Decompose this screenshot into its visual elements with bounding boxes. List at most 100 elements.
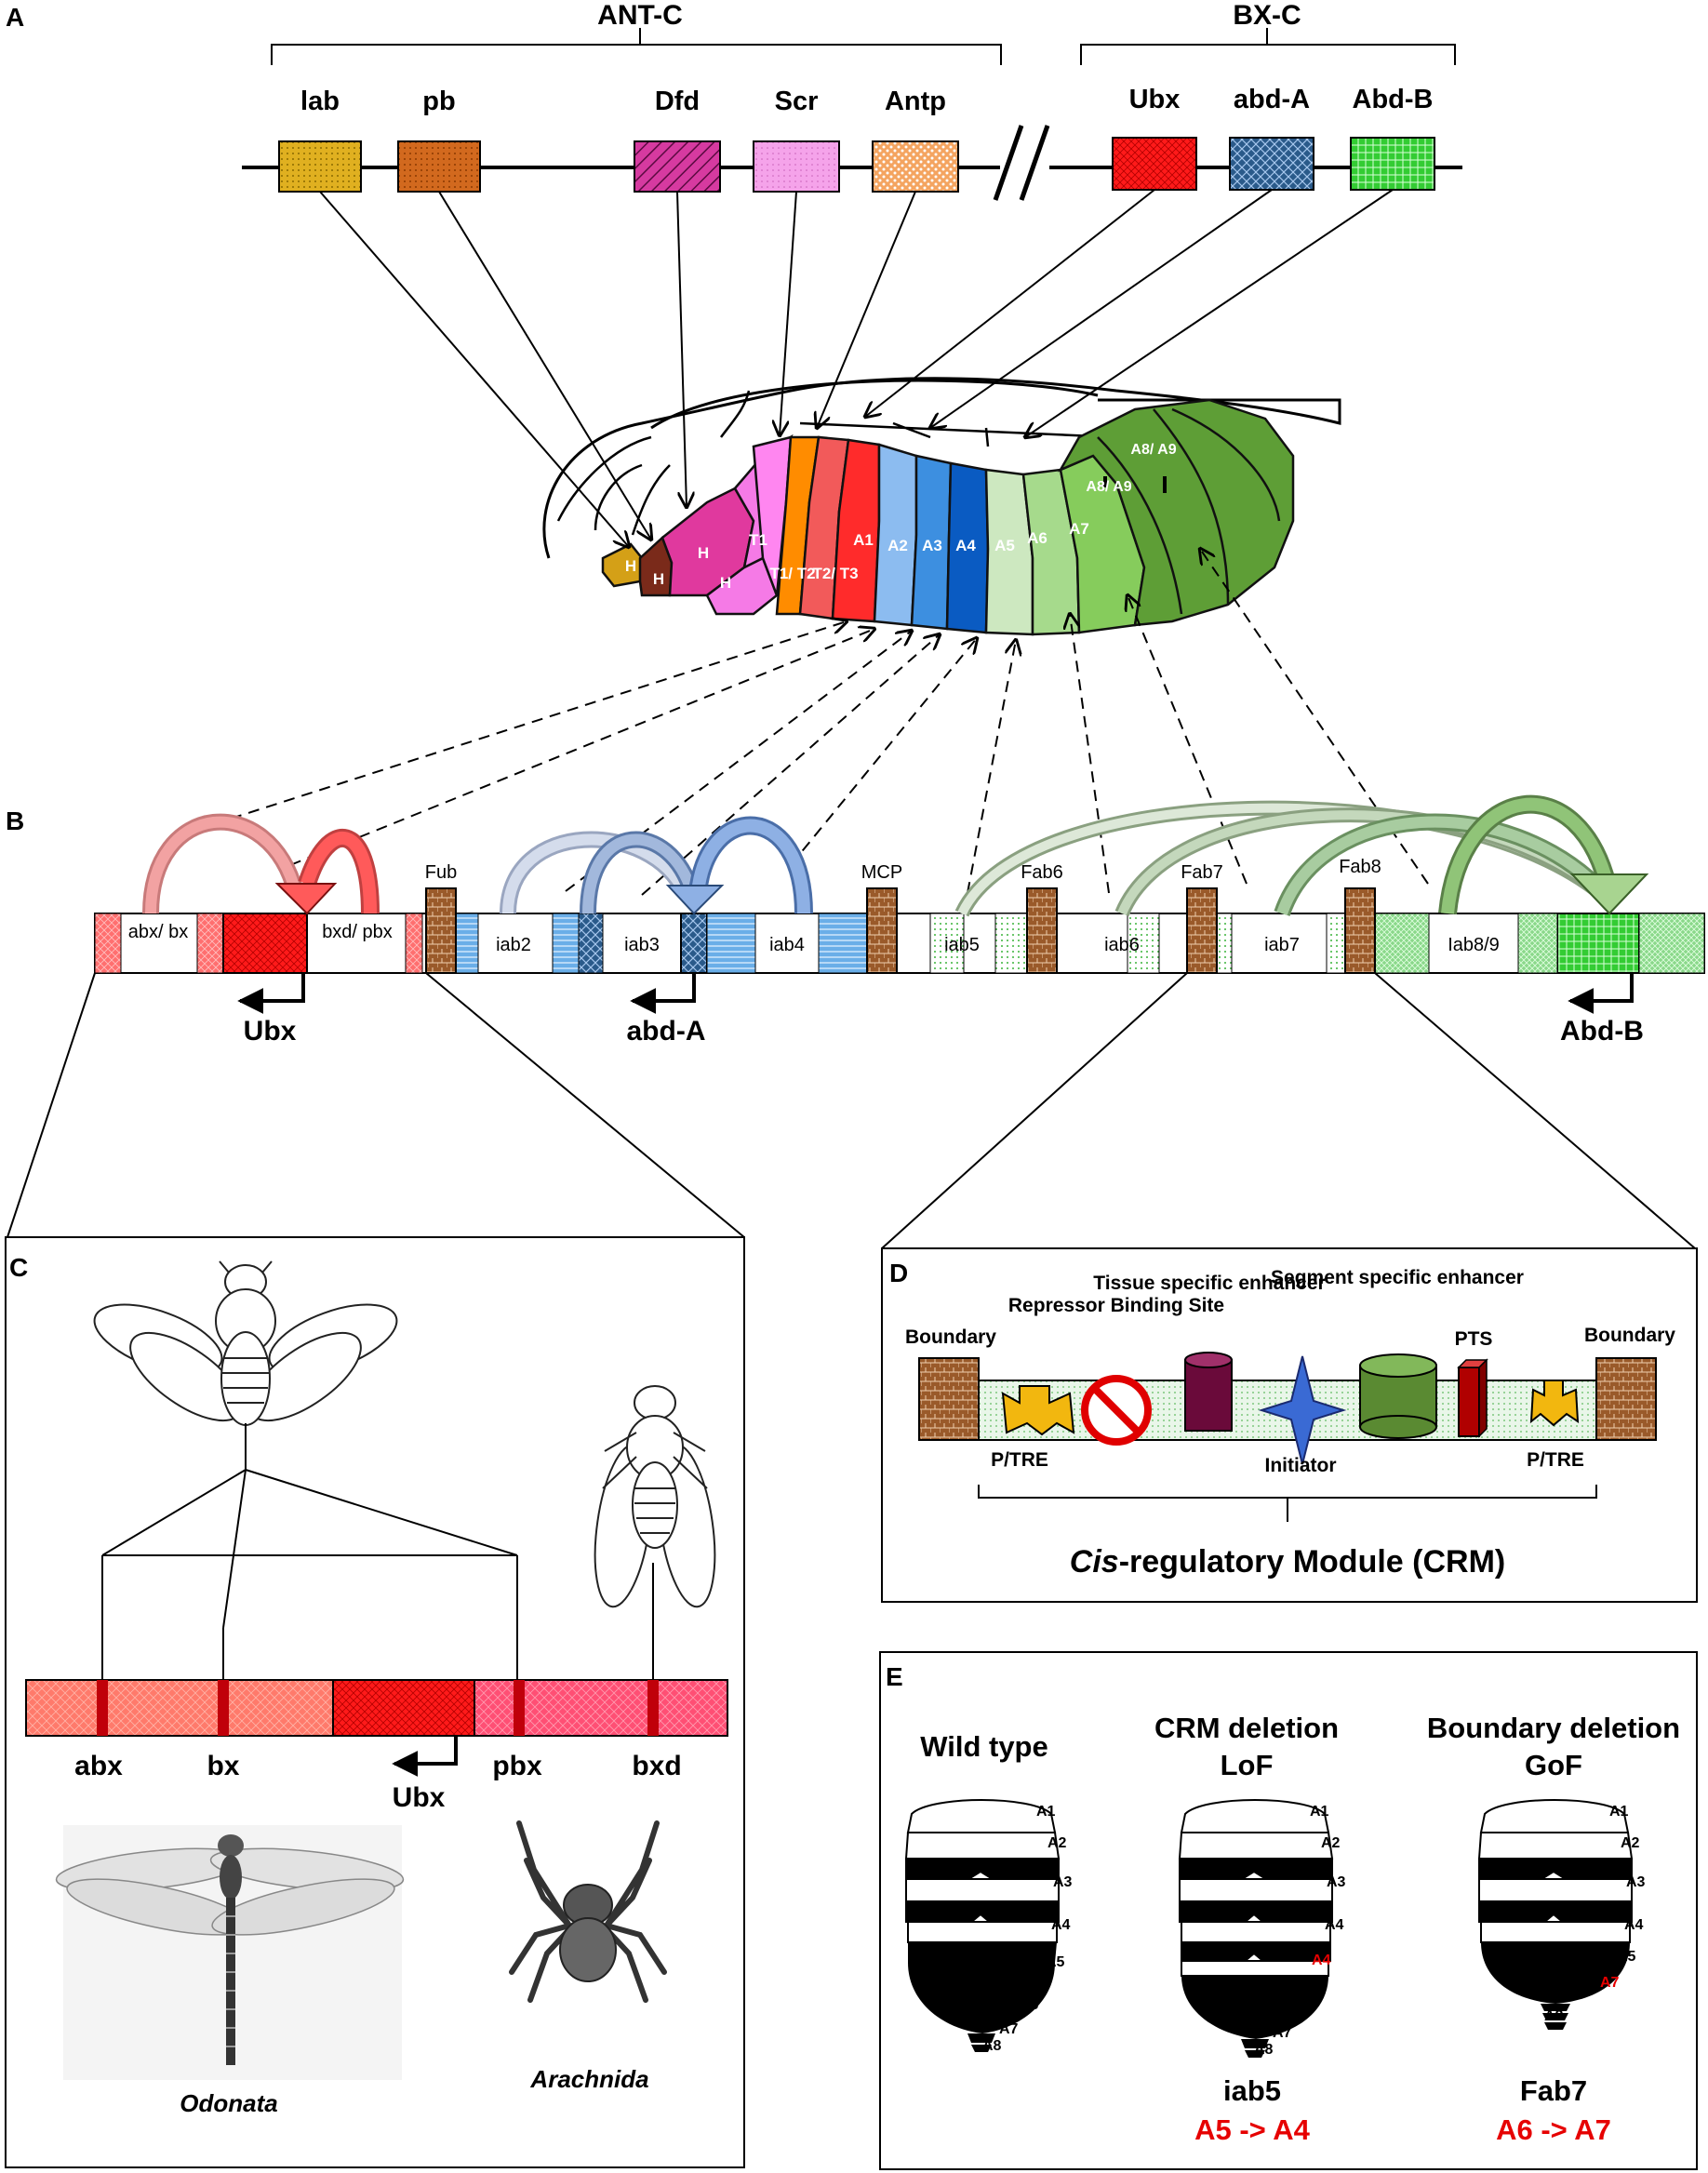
wt-label-a3: A3	[1053, 1874, 1073, 1890]
wt-label-a7: A7	[999, 2021, 1019, 2037]
boundary-label-a4: A4	[1624, 1917, 1644, 1933]
site-bx-mark	[218, 1680, 229, 1736]
gene-pb: pb	[397, 87, 481, 193]
site-abx-mark	[97, 1680, 108, 1736]
crm-label-a3: A3	[1327, 1874, 1346, 1890]
phylogeny-tree-branches	[101, 1554, 517, 1682]
crm-boundary-left-label: Boundary	[905, 1326, 996, 1348]
panel-e: E Wild type CRM deletion LoF Boundary de…	[879, 1651, 1698, 2170]
segment-label-a3: A3	[922, 537, 942, 554]
abdomen-wild-type	[904, 1799, 1061, 2052]
gene-label-lab: lab	[300, 87, 340, 116]
embryo-head-fold	[556, 390, 751, 536]
boundary-mcp	[866, 887, 898, 974]
panel-b: B	[6, 549, 1705, 1249]
crm-label-a6: A6	[1293, 1999, 1313, 2015]
gene-ubx: Ubx	[1112, 85, 1197, 191]
boundary-effect-a6-a7: A6 -> A7	[1496, 2113, 1611, 2146]
zoom-line-d-right	[1374, 972, 1696, 1249]
segment-label-a1: A1	[853, 531, 874, 549]
gene-label-antp: Antp	[885, 87, 946, 116]
segment-label-t1: T1	[749, 531, 767, 549]
segment-label-t1t2: T1/ T2	[769, 565, 815, 582]
segment-label-a6: A6	[1027, 529, 1047, 547]
gene-abd-b: Abd-B	[1350, 85, 1435, 191]
ubx-locus-right	[474, 1679, 728, 1737]
promoter-arrow-ubx	[237, 973, 305, 1014]
crm-label-a1: A1	[1310, 1804, 1329, 1820]
crm-label-abx-bx-1: abx/ bx	[128, 922, 188, 942]
gene-label-ubx: Ubx	[1129, 85, 1181, 114]
zoom-line-c-right	[425, 972, 745, 1238]
segment-label-a8a9-2: A8/ A9	[1130, 442, 1176, 458]
bx-c-bracket	[1080, 28, 1456, 65]
ubx-locus-gene	[332, 1679, 475, 1737]
ptre-left-icon	[1001, 1385, 1075, 1436]
ubx-arrow-bxd-light	[300, 832, 377, 914]
segment-a8a9	[1058, 398, 1295, 627]
boundary-label-fab8: Fab8	[1339, 857, 1381, 877]
crm-name-iab5: iab5	[1223, 2074, 1281, 2107]
abd-b-gene-region	[1556, 913, 1640, 974]
panel-c-frame	[5, 1236, 745, 2168]
panel-a: A ANT-C BX-C lab pb Dfd Scr Antp	[6, 0, 1462, 636]
boundary-label-a8: A8	[1544, 2008, 1564, 2024]
site-label-bx: bx	[207, 1751, 239, 1781]
phylogeny-tree	[101, 1423, 654, 1682]
panel-label-b: B	[6, 807, 24, 835]
gene-label-ubx-c: Ubx	[393, 1782, 446, 1813]
panel-label-a: A	[6, 3, 24, 32]
crm-label-iab4: iab4	[769, 935, 805, 955]
crm-title-italic: Cis	[1070, 1544, 1119, 1580]
abdomen-boundary-deletion	[1477, 1799, 1634, 2030]
promoter-label-ubx: Ubx	[244, 1016, 297, 1047]
boundary-label-fub: Fub	[425, 862, 457, 883]
ptre-right-label: P/TRE	[1527, 1449, 1584, 1471]
tissue-enhancer-label: Tissue specific enhancer	[1093, 1273, 1325, 1294]
column-subtitle-lof: LoF	[1221, 1749, 1274, 1781]
site-label-pbx: pbx	[492, 1751, 542, 1781]
segment-label-a8a9-1: A8/ A9	[1086, 479, 1131, 495]
wt-label-a4: A4	[1051, 1917, 1071, 1933]
wt-label-a2: A2	[1047, 1835, 1067, 1851]
column-title-boundary-deletion: Boundary deletion	[1427, 1712, 1680, 1744]
segment-enhancer-icon	[1359, 1353, 1437, 1439]
bx-c-label: BX-C	[1233, 0, 1301, 31]
repressor-label: Repressor Binding Site	[1008, 1295, 1224, 1316]
bxc-locus-bar	[94, 913, 1705, 974]
abda-arrow-iab3-light	[582, 833, 698, 914]
gene-lab: lab	[278, 87, 362, 193]
panel-label-e: E	[886, 1662, 903, 1691]
segment-label-h4: H	[720, 574, 731, 592]
ant-c-bracket	[271, 28, 1002, 65]
panel-c: C	[5, 1236, 745, 2168]
segment-label-a2: A2	[887, 537, 908, 554]
site-label-bxd: bxd	[632, 1751, 681, 1781]
ubx-arrow-abx	[142, 813, 304, 914]
taxon-label-odonata: Odonata	[180, 2089, 277, 2117]
segment-label-a5: A5	[994, 537, 1015, 554]
promoter-arrow-ubx-c	[392, 1736, 458, 1777]
segment-label-a4: A4	[955, 537, 976, 554]
abdb-arrow-iab8-light	[1441, 797, 1616, 914]
zoom-line-d-left	[881, 972, 1188, 1249]
repressor-binding-site-icon	[1081, 1375, 1152, 1446]
column-title-crm-deletion: CRM deletion	[1154, 1712, 1339, 1744]
segment-enhancer-label-text: Segment specific enhancer	[1271, 1267, 1524, 1288]
crm-label-iab8-9: Iab8/9	[1448, 935, 1500, 955]
crm-label-bxd-pbx: bxd/ pbx	[322, 922, 393, 942]
initiator-star-icon	[1258, 1355, 1347, 1465]
promoter-label-abd-a: abd-A	[627, 1016, 706, 1047]
boundary-name-fab7: Fab7	[1520, 2074, 1587, 2107]
segment-label-t2t3: T2/ T3	[812, 565, 858, 582]
ubx-locus-left	[25, 1679, 334, 1737]
boundary-label-a1: A1	[1609, 1804, 1629, 1820]
gene-scr: Scr	[753, 87, 840, 193]
crm-label-a4: A4	[1325, 1917, 1344, 1933]
crm-title-rest: -regulatory Module (CRM)	[1119, 1544, 1506, 1580]
two-winged-fly-illustration	[594, 1385, 716, 1608]
boundary-label-fab6: Fab6	[1021, 862, 1063, 883]
segment-label-a7: A7	[1069, 520, 1089, 538]
embryo-amnioserosa	[650, 379, 1099, 430]
crm-label-a4-mutant: A4	[1312, 1953, 1331, 1968]
